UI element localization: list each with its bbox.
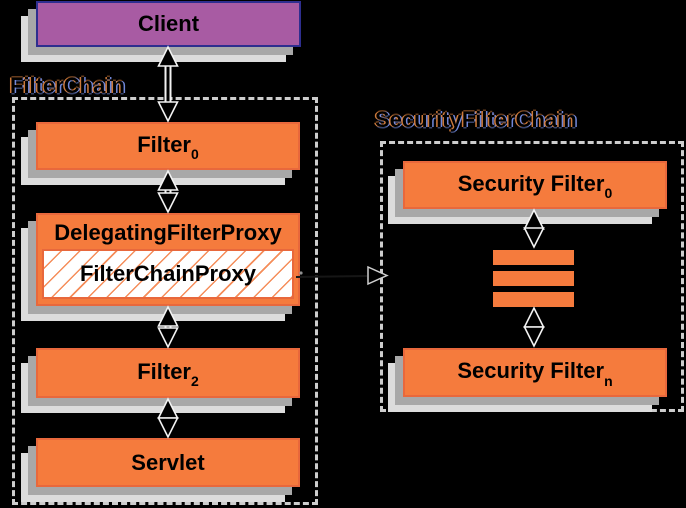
filter2-label: Filter2 <box>137 358 199 390</box>
filter0-label: Filter0 <box>137 131 199 163</box>
security-filter-stack-bar <box>493 292 574 307</box>
filter-chain-proxy-label: FilterChainProxy <box>79 261 257 286</box>
servlet-box: Servlet <box>36 438 300 487</box>
security-filter-stack <box>493 250 574 313</box>
filterchain-title: FilterChain <box>10 73 125 98</box>
client-box: Client <box>36 1 301 47</box>
filter0-box: Filter0 <box>36 122 300 170</box>
delegating-filter-proxy-box: DelegatingFilterProxy FilterChainProxy <box>36 213 300 306</box>
delegating-filter-proxy-label: DelegatingFilterProxy <box>54 220 282 245</box>
filter2-subscript: 2 <box>191 373 199 390</box>
security-filter-stack-bar <box>493 271 574 286</box>
security-filter0-label: Security Filter0 <box>457 170 613 202</box>
security-filter-stack-bar <box>493 250 574 265</box>
securityfilterchain-title: SecurityFilterChain <box>375 107 577 132</box>
security-filter0-subscript: 0 <box>604 185 613 202</box>
filter0-subscript: 0 <box>191 146 199 163</box>
security-filtern-label: Security Filtern <box>457 358 613 389</box>
filter-chain-proxy-box: FilterChainProxy <box>42 249 294 299</box>
security-filtern-subscript: n <box>604 372 613 389</box>
client-label: Client <box>137 11 200 36</box>
servlet-label: Servlet <box>131 449 205 475</box>
filter2-box: Filter2 <box>36 348 300 398</box>
security-filter0-box: Security Filter0 <box>403 161 667 209</box>
security-filtern-box: Security Filtern <box>403 348 667 397</box>
